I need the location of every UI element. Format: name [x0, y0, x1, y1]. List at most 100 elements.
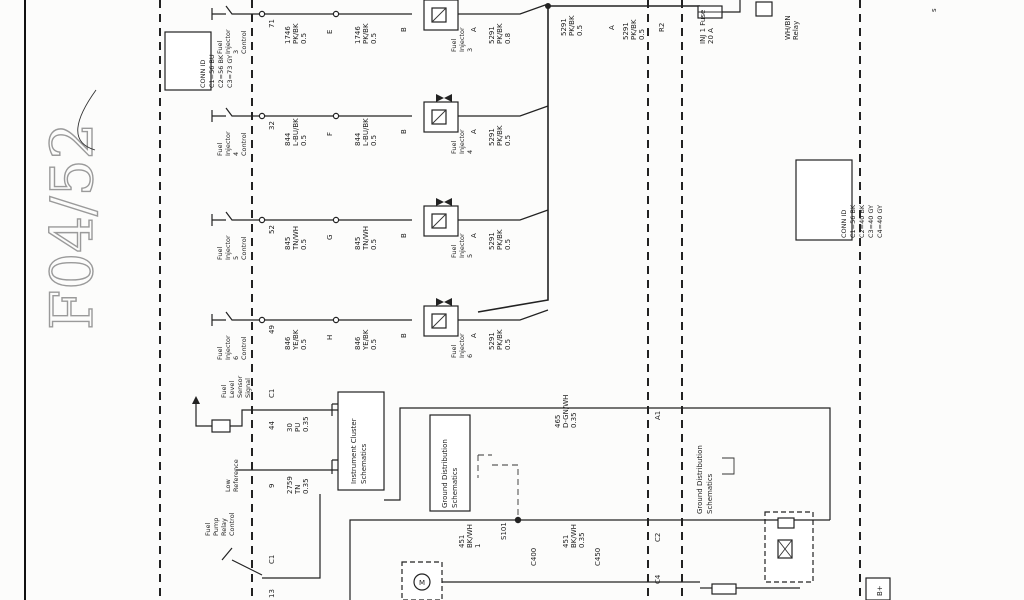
injector-4-ckt1-label-line: L-BU/BK: [292, 118, 300, 146]
injector-5-pinA-label-line: A: [470, 233, 478, 238]
injector-3-name-label-line: Fuel: [450, 38, 458, 52]
handwritten-stroke: [77, 89, 97, 151]
injector-5-power-label-line: 5291: [488, 232, 496, 250]
injector-5-spray-icon: [436, 198, 452, 206]
svg-text:0.35: 0.35: [302, 416, 310, 432]
svg-text:C2=56 BK: C2=56 BK: [217, 54, 225, 88]
relay-top: WH/BN Relay: [722, 0, 800, 40]
injector-5-ckt2-label-line: 0.5: [370, 239, 378, 250]
injector-3-ckt1-label-line: 1746: [284, 26, 292, 44]
fuel-pump-relay: [700, 511, 830, 595]
injector-4-conn-label: F: [326, 132, 334, 136]
svg-text:2759: 2759: [286, 476, 294, 494]
injector-6-name-label-line: 6: [466, 354, 474, 358]
svg-text:Ground Distribution: Ground Distribution: [696, 445, 704, 514]
svg-text:Relay: Relay: [220, 518, 228, 536]
injector-4-pin-label: 32: [268, 121, 276, 130]
svg-text:A1: A1: [654, 411, 662, 420]
svg-text:PK/BK: PK/BK: [568, 15, 576, 36]
injector-6-conn-label: H: [326, 335, 334, 340]
injector-6-pinA-label: A: [470, 333, 478, 338]
fuel-pump-relay-control: Fuel Pump Relay Control C1 13: [204, 494, 321, 598]
svg-text:13: 13: [268, 589, 276, 598]
svg-text:Low: Low: [224, 479, 232, 492]
injector-4-power-label-line: 5291: [488, 128, 496, 146]
injector-3-pin-dot: [258, 10, 266, 18]
svg-text:Ground Distribution: Ground Distribution: [441, 439, 449, 508]
injector-3-pinA-label: A: [470, 27, 478, 32]
svg-text:Level: Level: [228, 381, 236, 398]
svg-text:Schematics: Schematics: [706, 473, 714, 514]
injector-4-control-label-line: Fuel: [216, 142, 224, 156]
svg-text:C3=73 GY: C3=73 GY: [226, 55, 234, 88]
svg-text:Instrument Cluster: Instrument Cluster: [350, 418, 358, 484]
svg-text:INJ 1 Fuse: INJ 1 Fuse: [699, 10, 707, 44]
injector-4-control-label-line: Control: [240, 132, 248, 156]
injector-5-name-label-line: Injector: [458, 233, 466, 258]
injector-4-pinA-label: A: [470, 129, 478, 134]
injector-5-power-label-line: 0.5: [504, 239, 512, 250]
injector-3-power-label-line: PK/BK: [496, 23, 504, 44]
svg-text:Pump: Pump: [212, 518, 220, 536]
injector-5-pinA-label: A: [470, 233, 478, 238]
svg-text:M: M: [419, 579, 425, 587]
injector-6-spray-icon: [436, 298, 452, 306]
svg-text:BK/WH: BK/WH: [466, 524, 474, 548]
conn-id-left: CONN ID C1=56 BU C2=56 BK C3=73 GY: [164, 31, 234, 91]
injector-5-ckt2-label-line: TN/WH: [362, 226, 370, 251]
svg-text:Sensor: Sensor: [236, 375, 244, 398]
injector-6-ckt1-label-line: 0.5: [300, 339, 308, 350]
injector-6-ckt2-label-line: 846: [354, 336, 362, 350]
svg-text:9: 9: [268, 484, 276, 488]
injector-6-pin-label-line: 49: [268, 325, 276, 334]
injector-3-ckt2-label-line: 0.5: [370, 33, 378, 44]
svg-text:Control: Control: [228, 512, 236, 536]
svg-text:C2=40 BK: C2=40 BK: [858, 204, 866, 238]
injector-6-wire: [212, 311, 412, 321]
injector-3-conn-label-line: E: [326, 30, 334, 34]
svg-text:0.5: 0.5: [576, 25, 584, 36]
injector-5-pin-label-line: 52: [268, 225, 276, 234]
fuel-level-circuit: Fuel Level Sensor Signal C1 44 30 PU 0.3…: [192, 375, 340, 433]
svg-text:451: 451: [458, 535, 466, 548]
svg-text:C400: C400: [530, 548, 538, 566]
injector-6-ckt2-label-line: YE/BK: [362, 329, 370, 351]
injector-4-power-label-line: PK/BK: [496, 125, 504, 146]
injector-3-pin-label: 71: [268, 19, 276, 28]
svg-text:44: 44: [268, 421, 276, 430]
handwritten-note: F04/52: [38, 123, 106, 330]
svg-text:0.5: 0.5: [638, 29, 646, 40]
svg-text:PU: PU: [294, 423, 302, 432]
injector-4-name-label-line: Injector: [458, 129, 466, 154]
injector-5-name-label-line: Fuel: [450, 244, 458, 258]
injector-4-conn-label-line: F: [326, 132, 334, 136]
injector-power-feed: 5291 PK/BK 0.5 5291 PK/BK 0.5 A R2: [477, 3, 700, 313]
svg-text:Schematics: Schematics: [451, 467, 459, 508]
injector-6-control-label-line: Control: [240, 336, 248, 360]
injector-6-feed-wire: [458, 309, 549, 321]
svg-text:TN: TN: [294, 484, 302, 495]
injector-5-conn-label: G: [326, 235, 334, 240]
injector-3-pinB-label-line: B: [400, 27, 408, 32]
injector-5-control-label-line: 5: [232, 256, 240, 260]
injector-4-control-label-line: Injector: [224, 131, 232, 156]
injector-3-feed-wire: [458, 3, 549, 15]
svg-text:0.35: 0.35: [570, 412, 578, 428]
corner-mark: s: [930, 8, 938, 12]
injector-6-pinB-label-line: B: [400, 333, 408, 338]
injector-4-name-label-line: 4: [466, 150, 474, 154]
inj-fuse: INJ 1 Fuse 20 A: [697, 5, 723, 44]
svg-text:A: A: [608, 25, 616, 30]
injector-5-conn-dot: [332, 216, 340, 224]
